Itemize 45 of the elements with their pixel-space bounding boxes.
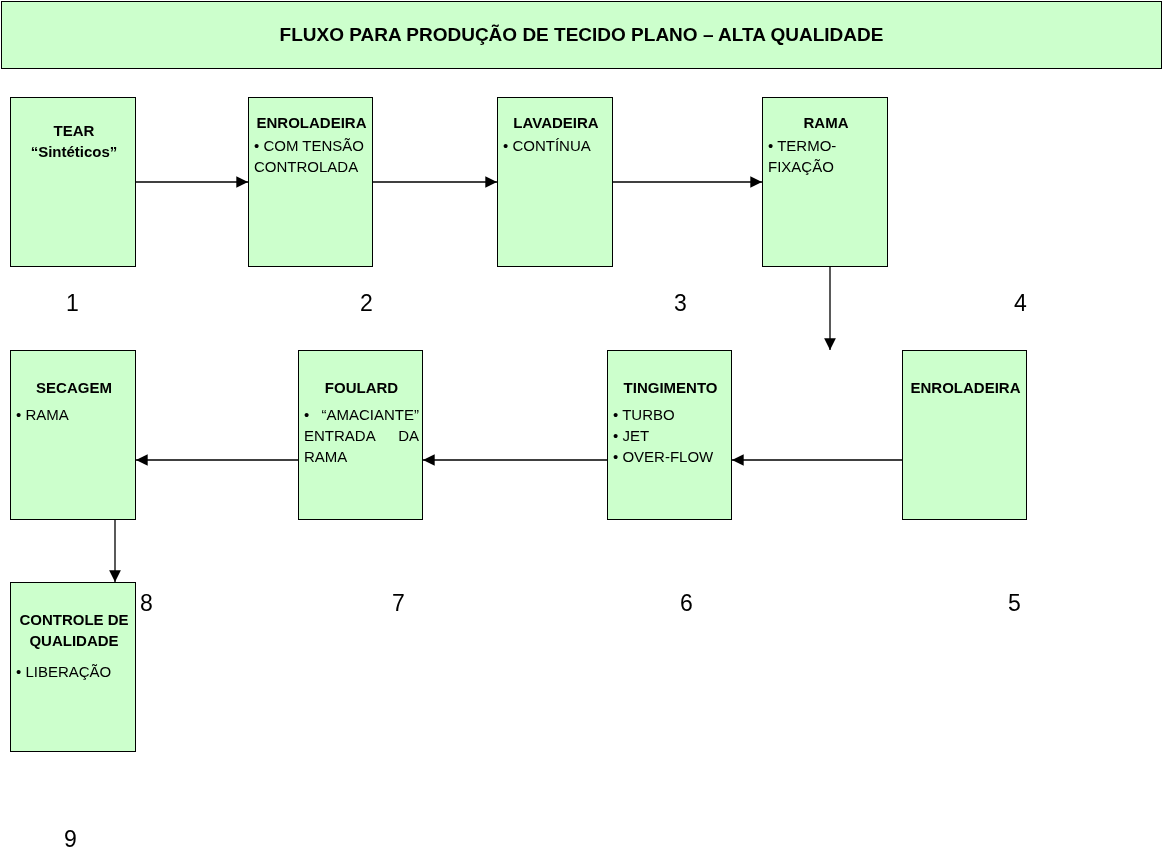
arrow [612, 176, 763, 188]
bullet-item: • OVER-FLOW [613, 447, 715, 467]
step-title: TINGIMENTO [622, 378, 719, 398]
arrow [109, 519, 121, 583]
process-box [607, 350, 732, 520]
step-number: 1 [66, 290, 79, 317]
step-number: 3 [674, 290, 687, 317]
title-banner: FLUXO PARA PRODUÇÃO DE TECIDO PLANO – ALTA QUALIDADE [1, 1, 1162, 69]
arrow [135, 454, 299, 466]
step-number: 4 [1014, 290, 1027, 317]
arrow [731, 454, 903, 466]
step-title: TEAR “Sintéticos” [29, 121, 119, 162]
process-box [10, 582, 136, 752]
process-box [902, 350, 1027, 520]
step-title: SECAGEM [35, 378, 113, 398]
step-number: 2 [360, 290, 373, 317]
bullet-item: • RAMA [16, 405, 70, 425]
step-number: 7 [392, 590, 405, 617]
step-title: RAMA [802, 113, 850, 133]
process-box [10, 350, 136, 520]
arrow [135, 176, 249, 188]
step-title: ENROLADEIRA [255, 113, 368, 133]
bullet-item: • TERMO-FIXAÇÃO [768, 136, 838, 177]
step-title: CONTROLE DE QUALIDADE [18, 610, 130, 651]
process-box [762, 97, 888, 267]
arrow [824, 266, 836, 351]
arrow [372, 176, 498, 188]
step-title: ENROLADEIRA [909, 378, 1022, 398]
bullet-item: • COM TENSÃO CONTROLADA [254, 136, 365, 177]
bullet-item: • “AMACIANTE” ENTRADA DA RAMA [304, 405, 419, 467]
bullet-item: • TURBO [613, 405, 676, 425]
process-box [10, 97, 136, 267]
process-box [497, 97, 613, 267]
process-box [298, 350, 423, 520]
step-title: LAVADEIRA [512, 113, 600, 133]
step-number: 6 [680, 590, 693, 617]
bullet-item: • CONTÍNUA [503, 136, 592, 156]
step-title: FOULARD [323, 378, 400, 398]
step-number: 5 [1008, 590, 1021, 617]
arrow [422, 454, 608, 466]
bullet-item: • JET [613, 426, 651, 446]
process-box [248, 97, 373, 267]
step-number: 9 [64, 826, 77, 853]
step-number: 8 [140, 590, 153, 617]
bullet-item: • LIBERAÇÃO [16, 662, 113, 682]
